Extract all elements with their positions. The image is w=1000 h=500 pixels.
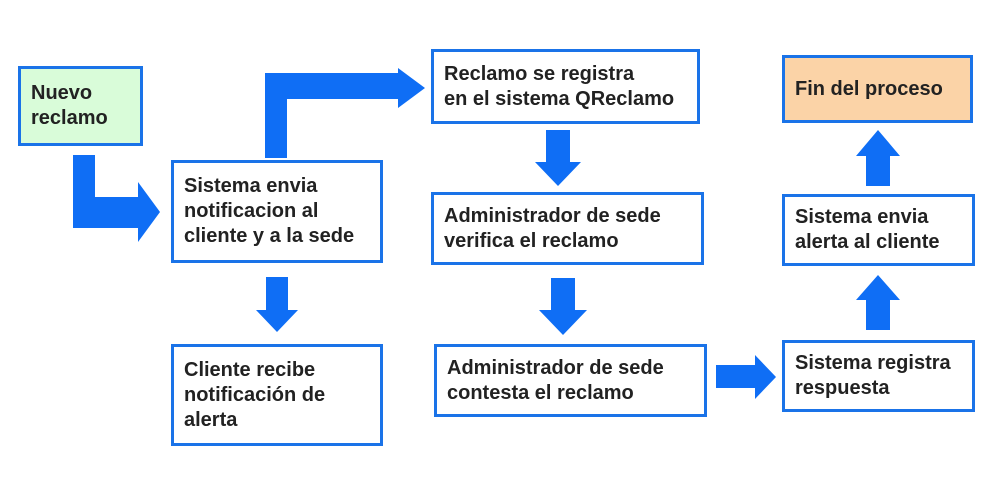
node-admin-contesta: Administrador de sede contesta el reclam…	[434, 344, 707, 417]
node-sistema-registra: Sistema registra respuesta	[782, 340, 975, 412]
node-label: Administrador de sede contesta el reclam…	[447, 356, 664, 404]
node-sistema-envia-notificacion: Sistema envia notificacion al cliente y …	[171, 160, 383, 263]
node-label: Nuevo reclamo	[31, 82, 108, 129]
arrow-contesta-to-registra	[716, 355, 776, 399]
node-label: Reclamo se registra en el sistema QRecla…	[444, 62, 675, 110]
node-cliente-recibe: Cliente recibe notificación de alerta	[171, 344, 383, 446]
node-label: Sistema registra respuesta	[795, 352, 951, 399]
node-admin-verifica: Administrador de sede verifica el reclam…	[431, 192, 704, 265]
node-label: Administrador de sede verifica el reclam…	[444, 204, 661, 252]
node-label: Cliente recibe notificación de alerta	[184, 358, 326, 431]
arrow-nuevo-to-sistema	[73, 155, 160, 242]
node-fin-proceso: Fin del proceso	[782, 55, 973, 123]
node-label: Sistema envia alerta al cliente	[795, 206, 940, 253]
node-reclamo-registra: Reclamo se registra en el sistema QRecla…	[431, 49, 700, 124]
arrow-reclamo-to-verifica	[535, 130, 581, 186]
arrow-sistema-to-reclamo	[265, 68, 425, 158]
node-label: Fin del proceso	[795, 77, 943, 100]
arrow-verifica-to-contesta	[539, 278, 587, 335]
node-label: Sistema envia notificacion al cliente y …	[184, 175, 355, 247]
arrow-alerta-to-fin	[856, 130, 900, 186]
arrow-registra-to-alerta	[856, 275, 900, 330]
arrow-sistema-to-cliente	[256, 277, 298, 332]
node-nuevo-reclamo: Nuevo reclamo	[18, 66, 143, 146]
node-sistema-envia-alerta: Sistema envia alerta al cliente	[782, 194, 975, 266]
